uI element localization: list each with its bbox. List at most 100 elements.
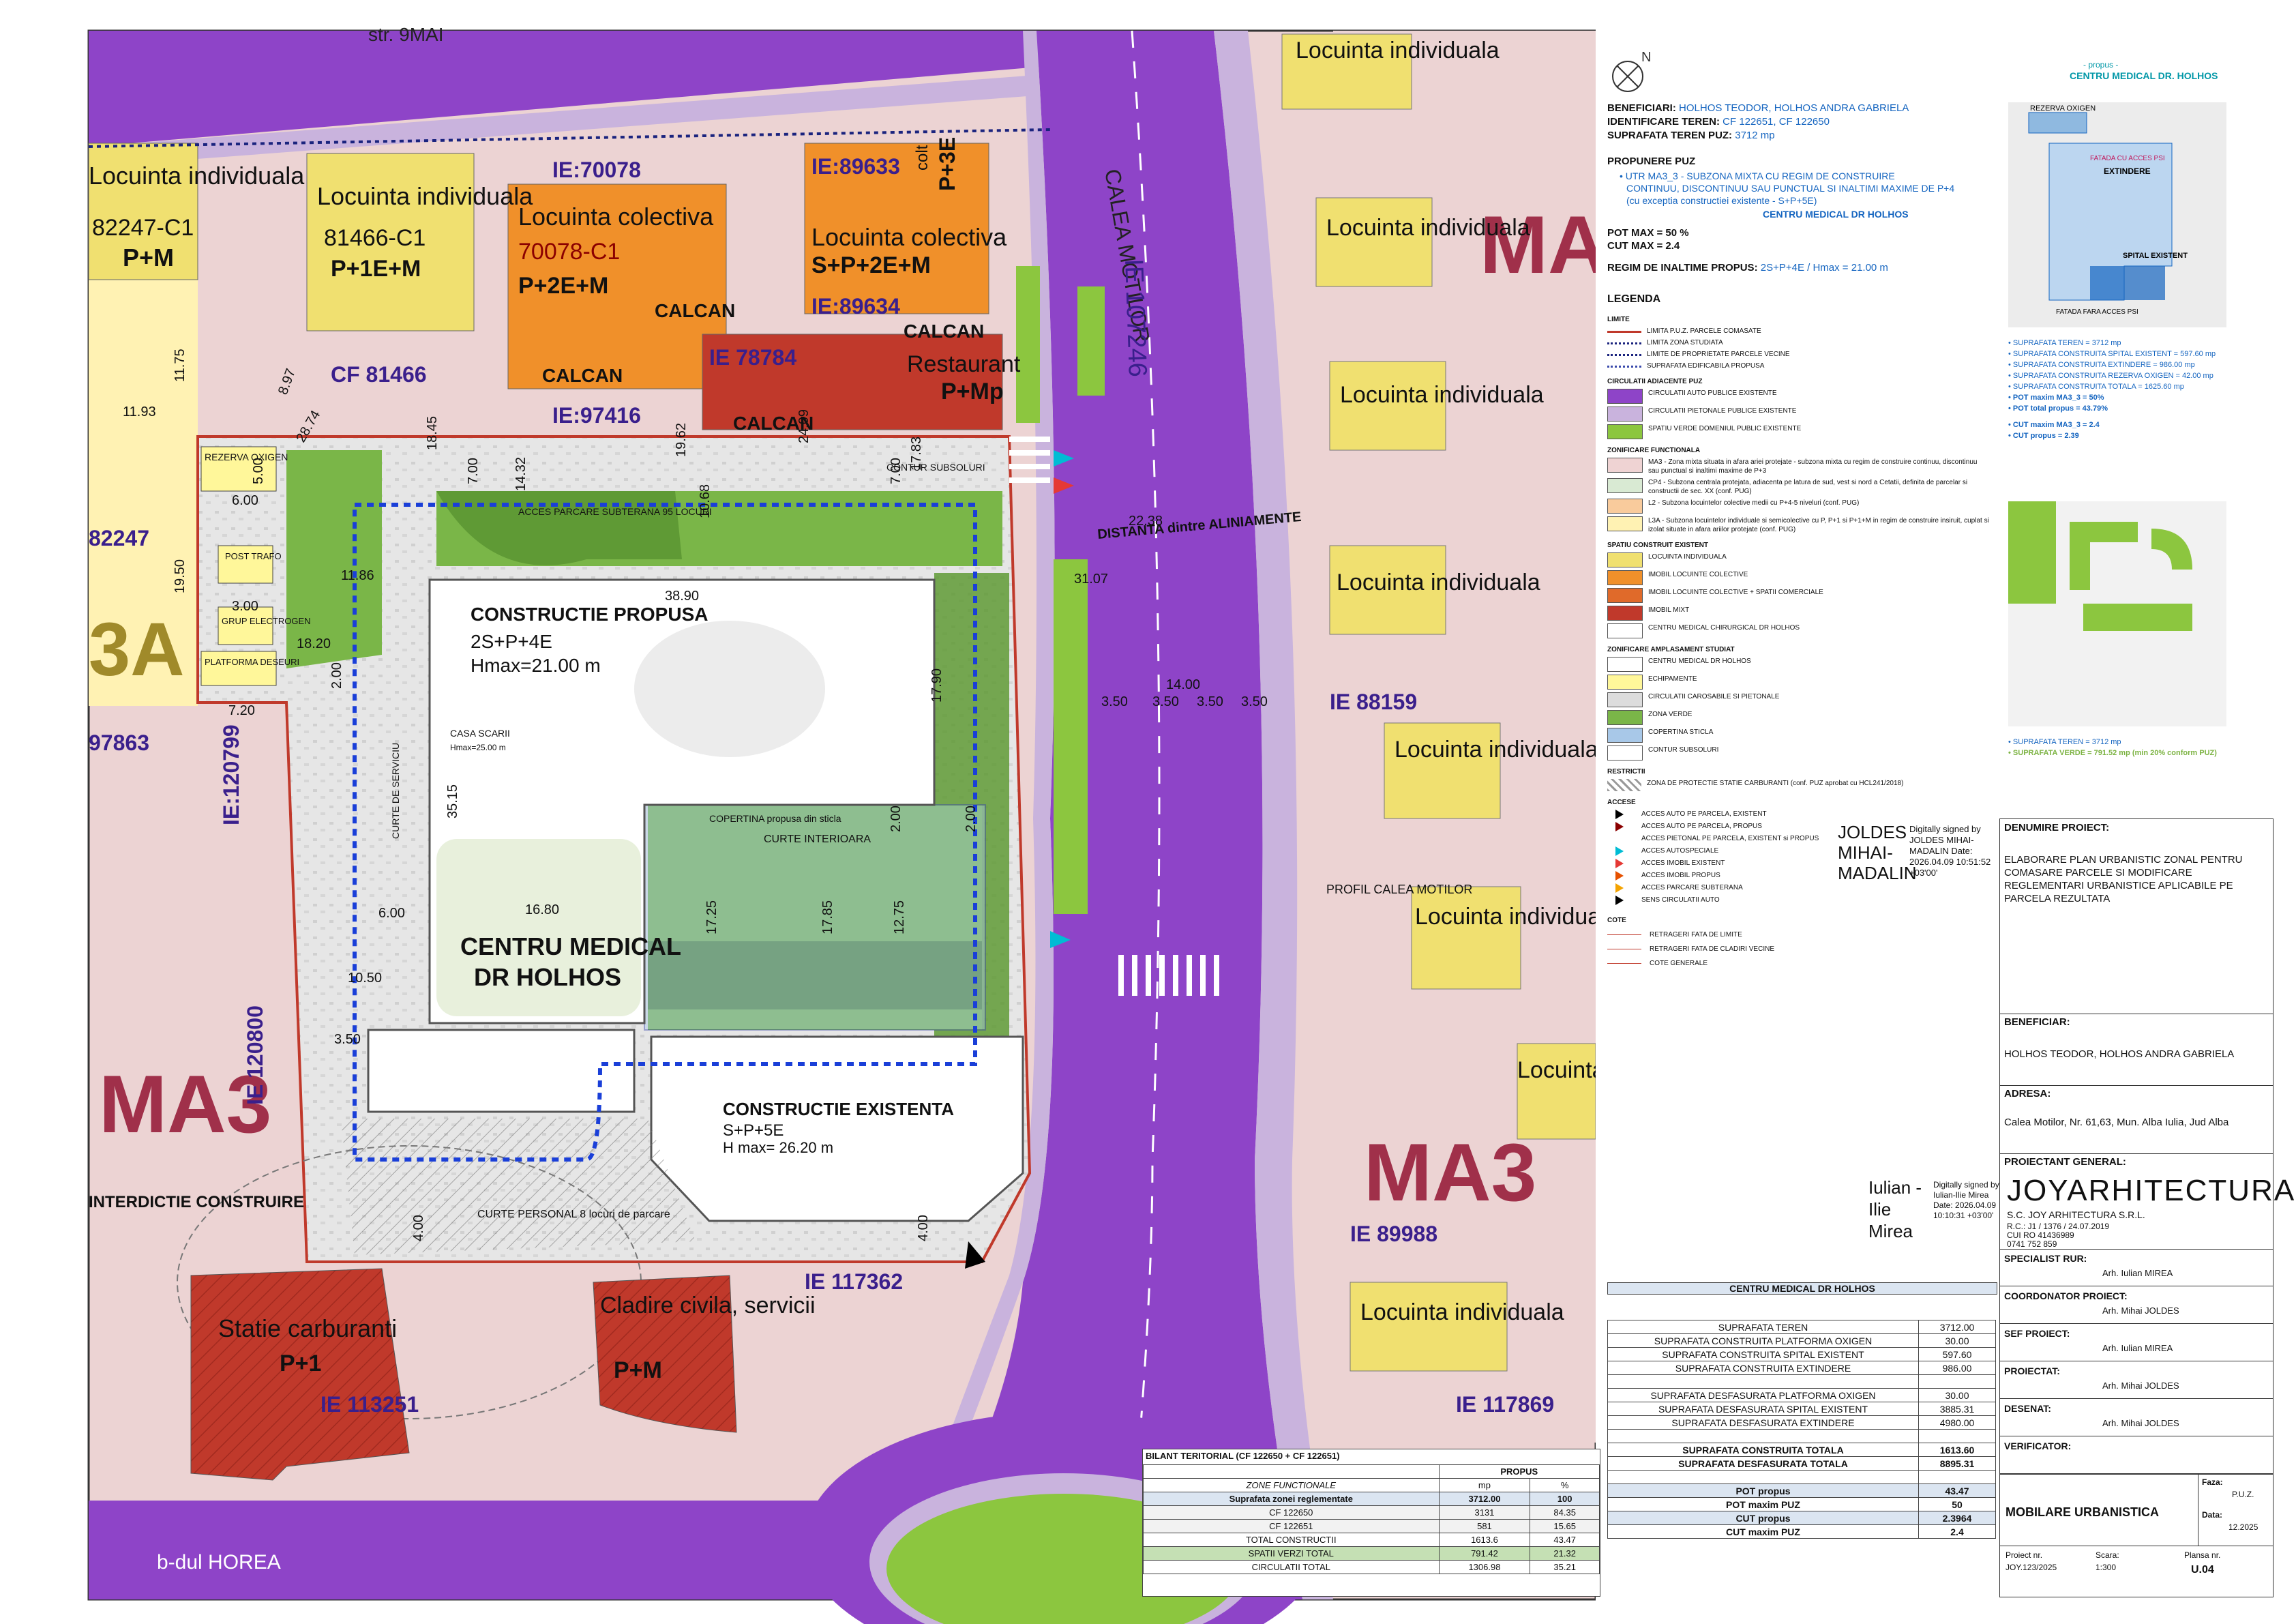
legend-heading: ACCESE — [1607, 799, 1636, 806]
bld6-name: Statie carburanti — [218, 1314, 397, 1342]
legend-item: CENTRU MEDICAL CHIRURGICAL DR HOLHOS — [1607, 623, 1989, 638]
oxygen-reserve — [200, 446, 277, 492]
bld5-name: Restaurant — [907, 351, 1021, 377]
sig1-text: Digitally signed by JOLDES MIHAI-MADALIN… — [1909, 824, 1991, 878]
legend-item-label: SENS CIRCULATII AUTO — [1641, 896, 1720, 904]
table-cell: 43.47 — [1918, 1483, 1996, 1498]
colt-height: P+3E — [935, 137, 959, 191]
road-ie-label: IE 107246 — [1119, 259, 1152, 378]
table-cell: 30.00 — [1918, 1388, 1996, 1402]
bld3-name: Locuinta colectiva — [518, 203, 714, 231]
table-cell — [1607, 1470, 1919, 1484]
legend-swatch — [1607, 606, 1643, 621]
bilant-header-zone: ZONE FUNCTIONALE — [1143, 1478, 1440, 1492]
beneficiar-tb-label: BENEFICIAR: — [2004, 1016, 2070, 1028]
dim: 14.00 — [1166, 677, 1200, 692]
dim: 17.90 — [929, 668, 944, 703]
inset-green-line: • SUPRAFATA VERDE = 791.52 mp (min 20% c… — [2008, 749, 2217, 757]
legend-item-label: RETRAGERI FATA DE CLADIRI VECINE — [1650, 945, 1774, 953]
table-cell — [1918, 1470, 1996, 1484]
dim: 7.00 — [889, 458, 904, 484]
utr-line1: • UTR MA3_3 - SUBZONA MIXTA CU REGIM DE … — [1620, 171, 1895, 181]
existing-title: CONSTRUCTIE EXISTENTA — [723, 1099, 954, 1119]
building-gas-station — [190, 1268, 410, 1481]
zone-ma3-left: MA3 — [99, 1059, 271, 1150]
table-cell: 3885.31 — [1918, 1402, 1996, 1416]
legend-item: LIMITA ZONA STUDIATA — [1607, 338, 1989, 347]
center-title: CENTRU MEDICAL — [460, 932, 681, 960]
table-cell: CUT propus — [1607, 1511, 1919, 1525]
table-cell: 1306.98 — [1438, 1560, 1531, 1574]
dim: 3.50 — [1241, 694, 1268, 709]
table-cell: 3712.00 — [1918, 1320, 1996, 1334]
legend-item: CIRCULATII PIETONALE PUBLICE EXISTENTE — [1607, 407, 1989, 422]
bilant-header-pct: % — [1530, 1478, 1600, 1492]
legend-item-label: ECHIPAMENTE — [1648, 675, 1697, 683]
table-cell: CUT maxim PUZ — [1607, 1524, 1919, 1539]
legend-swatch — [1607, 692, 1643, 707]
street-9mai — [89, 31, 1064, 147]
house-label: Locuinta individuala — [1395, 737, 1596, 763]
adresa-value: Calea Motilor, Nr. 61,63, Mun. Alba Iuli… — [2004, 1117, 2229, 1128]
firm-tel: 0741 752 859 — [2007, 1239, 2057, 1249]
legend-item-label: IMOBIL LOCUINTE COLECTIVE — [1648, 571, 1748, 578]
buildable-limit — [353, 503, 977, 1162]
legend-item-label: ACCES PARCARE SUBTERANA — [1641, 884, 1743, 891]
bld7-height: P+M — [614, 1357, 662, 1383]
dim: 17.25 — [704, 900, 719, 934]
table-cell: 21.32 — [1530, 1546, 1600, 1561]
courtyard-label: CURTE INTERIOARA — [764, 833, 871, 845]
firm-cui: CUI RO 41436989 — [2007, 1230, 2074, 1240]
dim: 12.75 — [892, 900, 907, 934]
inset-line: • POT total propus = 43.79% — [2008, 404, 2108, 413]
adresa-label: ADRESA: — [2004, 1088, 2051, 1099]
legend-item: L3A - Subzona locuintelor individuale si… — [1607, 516, 1989, 534]
legend-item: L2 - Subzona locuintelor colective medii… — [1607, 499, 1989, 514]
dim: 2.00 — [329, 662, 344, 689]
table-cell — [1918, 1429, 1996, 1443]
canopy-label: COPERTINA propusa din sticla — [709, 813, 841, 824]
crosswalks — [1009, 437, 1219, 996]
legend-item: SPATIU VERDE DOMENIUL PUBLIC EXISTENTE — [1607, 424, 1989, 439]
legend-item-label: SUPRAFATA EDIFICABILA PROPUSA — [1647, 362, 1765, 370]
table-cell: 986.00 — [1918, 1361, 1996, 1375]
regim-value: 2S+P+4E / Hmax = 21.00 m — [1760, 262, 1888, 274]
generator-label: GRUP ELECTROGEN — [222, 616, 311, 626]
legend-item: CONTUR SUBSOLURI — [1607, 745, 1989, 761]
table-cell: POT propus — [1607, 1483, 1919, 1498]
existing-regime: S+P+5E — [723, 1121, 784, 1140]
dim: 31.07 — [1074, 572, 1108, 587]
table-cell: CF 122650 — [1143, 1505, 1440, 1520]
legend-heading: SPATIU CONSTRUIT EXISTENT — [1607, 542, 1708, 549]
legend-item-label: CIRCULATII CAROSABILE SI PIETONALE — [1648, 693, 1780, 700]
calea-motilor-road — [900, 31, 1302, 1599]
legend-item-label: IMOBIL MIXT — [1648, 606, 1690, 614]
legend-swatch — [1615, 834, 1624, 844]
project-value: ELABORARE PLAN URBANISTIC ZONAL PENTRU C… — [2004, 854, 2243, 904]
oxygen-label: REZERVA OXIGEN — [205, 452, 288, 462]
colt-label: colt — [913, 145, 931, 171]
parcel-label: IE:89634 — [811, 294, 900, 319]
access-special-marker — [1054, 450, 1074, 467]
role-name: Arh. Iulian MIREA — [2102, 1268, 2173, 1278]
firm-logo: JOYARHITECTURA — [2007, 1174, 2296, 1207]
legend-swatch — [1607, 389, 1643, 404]
role-label: PROIECTAT: — [2004, 1365, 2060, 1376]
table-row — [1607, 1429, 1996, 1443]
table-cell: 43.47 — [1530, 1533, 1600, 1547]
interdictie-label: INTERDICTIE CONSTRUIRE — [89, 1193, 304, 1211]
legend-item-label: IMOBIL LOCUINTE COLECTIVE + SPATII COMER… — [1648, 589, 1823, 596]
surface-value: 3712 mp — [1735, 130, 1775, 141]
proiect-value: JOY.123/2025 — [2006, 1563, 2057, 1572]
dim: 17.83 — [909, 437, 924, 471]
inset-facade: FATADA CU ACCES PSI — [2090, 155, 2165, 162]
ident-label: IDENTIFICARE TEREN: — [1607, 116, 1720, 128]
